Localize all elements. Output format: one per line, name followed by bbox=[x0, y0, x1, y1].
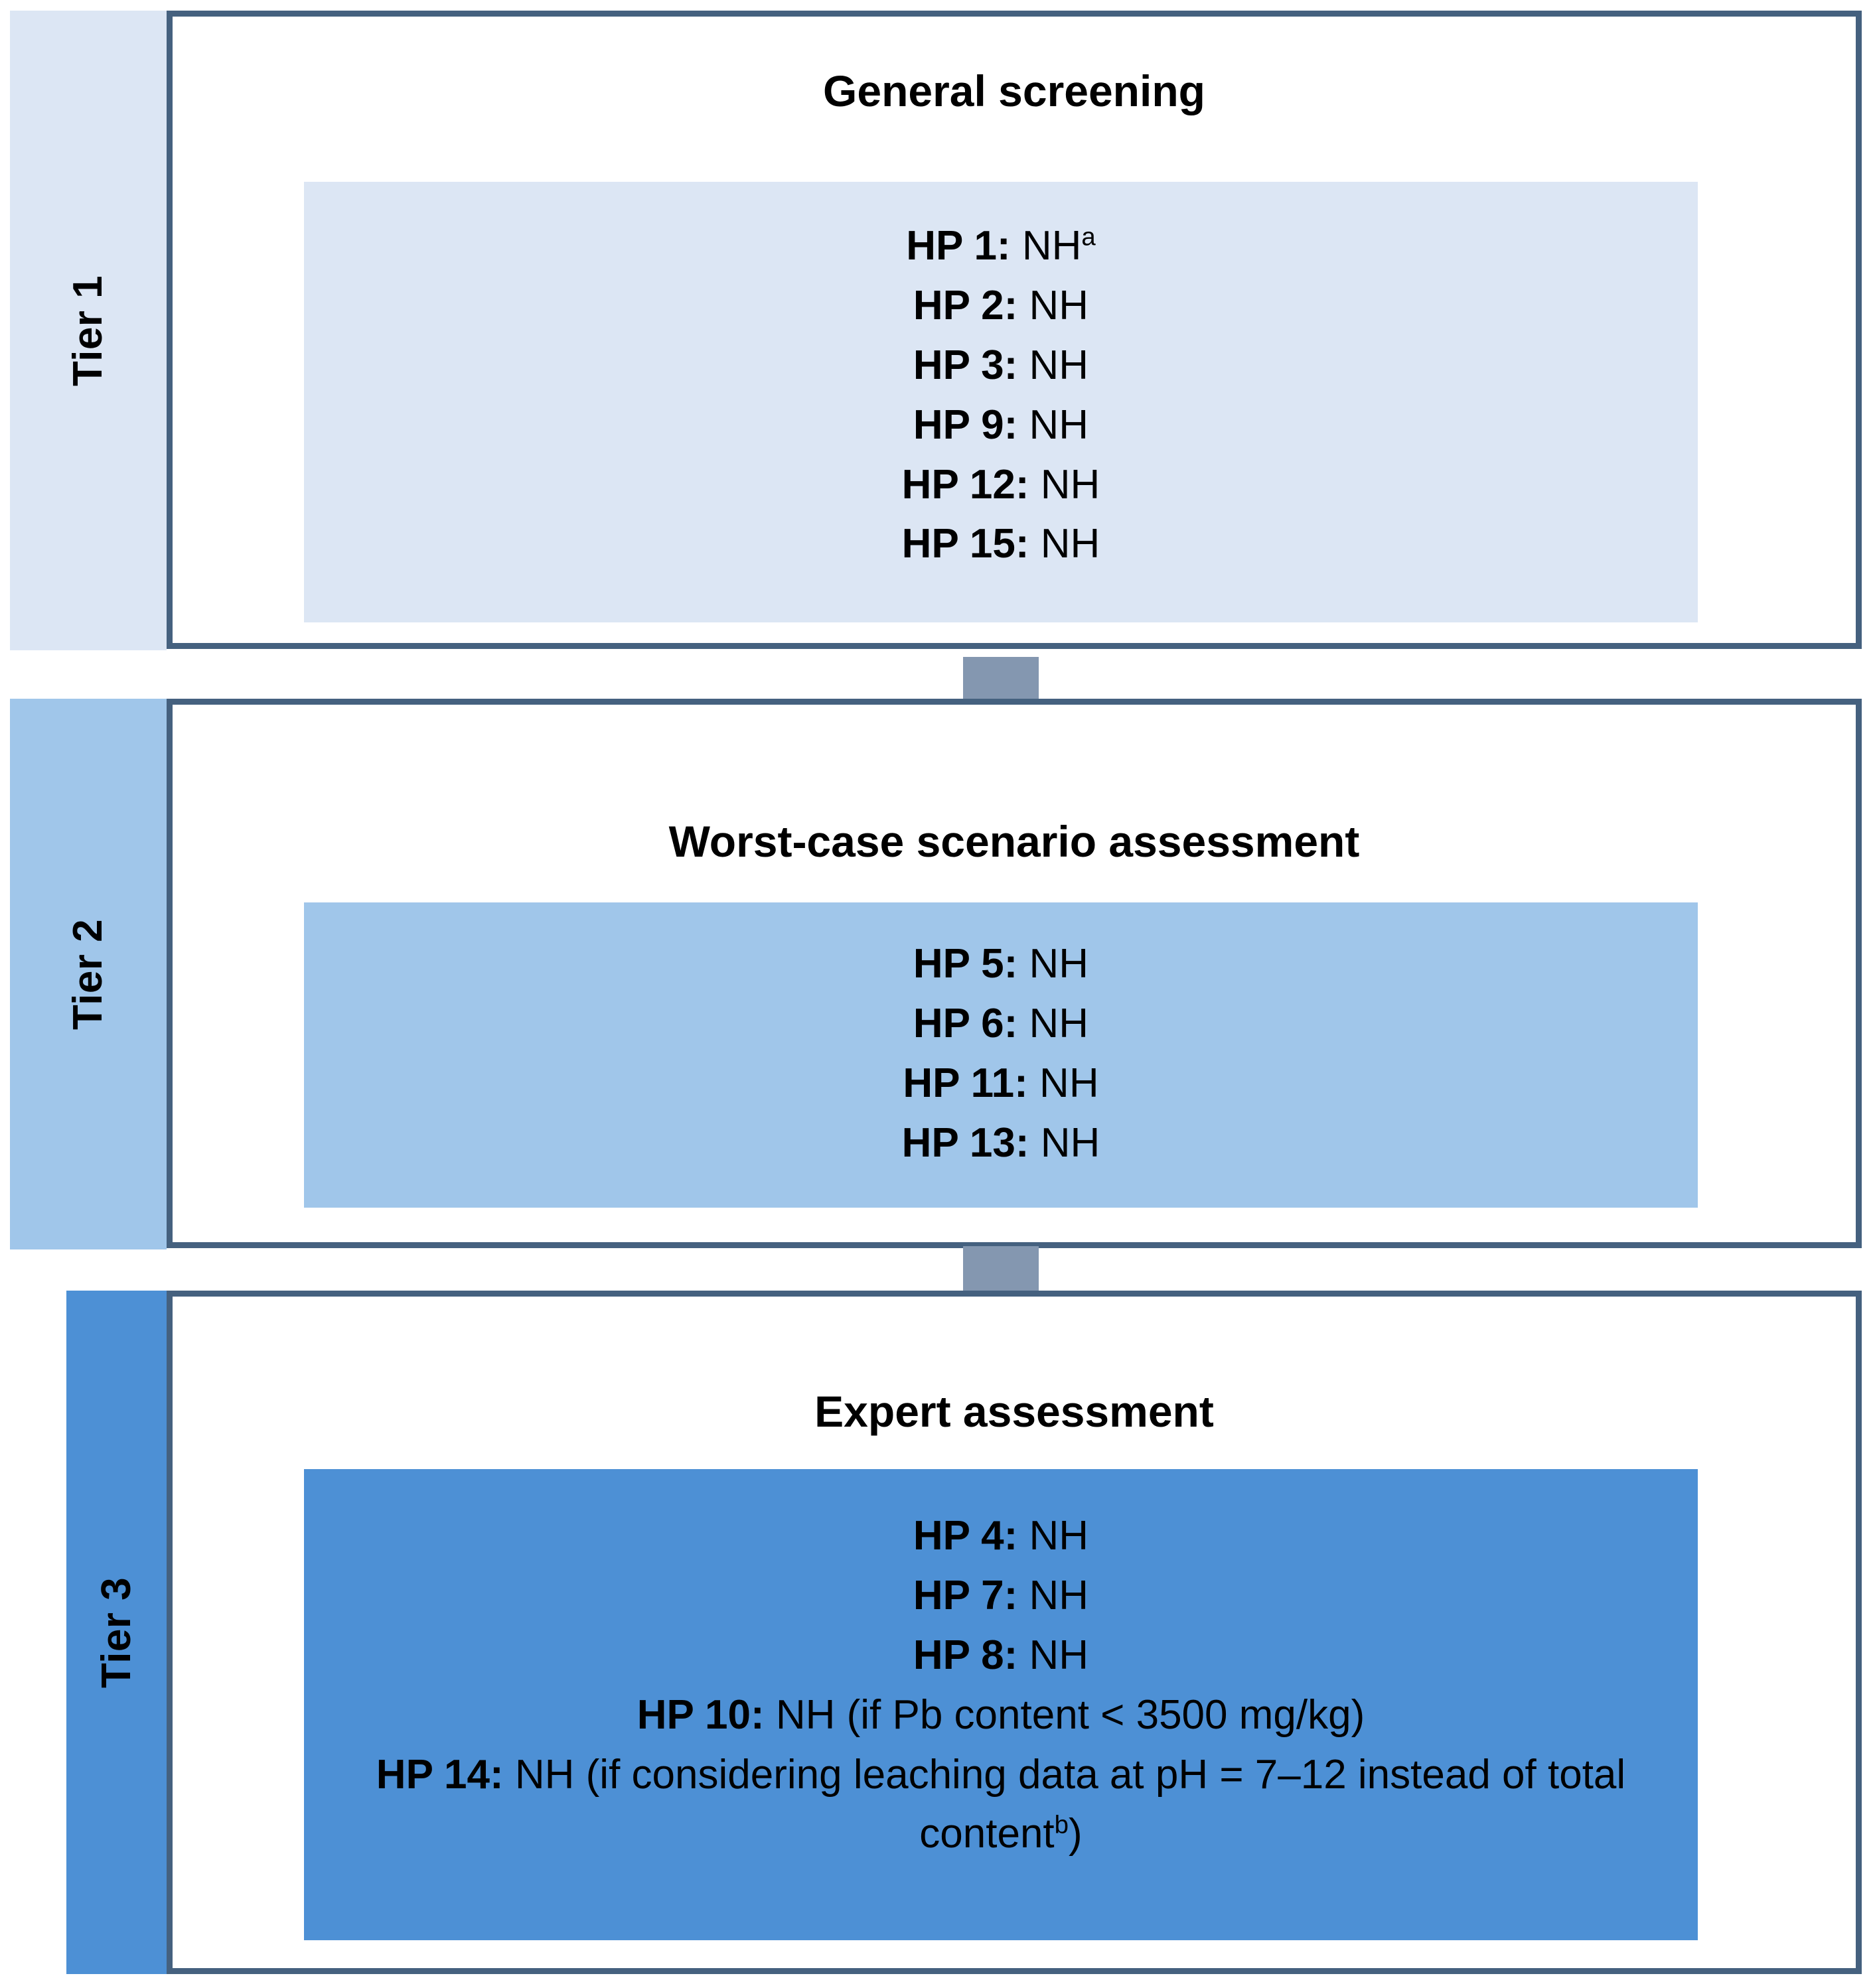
hp-list-item: HP 9: NH bbox=[304, 395, 1698, 455]
hp-value: NH bbox=[1029, 1000, 1089, 1046]
hp-list-item: HP 1: NHa bbox=[304, 216, 1698, 276]
hp-list-item: HP 12: NH bbox=[304, 455, 1698, 515]
hp-list-item: HP 11: NH bbox=[304, 1054, 1698, 1113]
tier-panel-2: HP 5: NH HP 6: NH HP 11: NH HP 13: NH bbox=[304, 902, 1698, 1208]
hp-code: HP 14: bbox=[376, 1751, 504, 1798]
tier-title-2: Worst-case scenario assessment bbox=[668, 817, 1360, 866]
hp-list-item: HP 4: NH bbox=[304, 1506, 1698, 1566]
hp-footnote: b bbox=[1054, 1810, 1069, 1839]
hp-list-item: HP 15: NH bbox=[304, 514, 1698, 574]
hp-value: NH bbox=[1029, 342, 1089, 388]
hp-value: NH bbox=[1029, 1572, 1089, 1618]
hp-value: NH bbox=[1040, 461, 1100, 508]
hp-value: NH bbox=[1040, 1119, 1100, 1166]
hp-list-item: HP 6: NH bbox=[304, 994, 1698, 1054]
hp-code: HP 11: bbox=[903, 1060, 1028, 1106]
tier-box-1: General screening HP 1: NHa HP 2: NH HP … bbox=[167, 11, 1862, 649]
hp-list-item: HP 7: NH bbox=[304, 1566, 1698, 1626]
hp-value: NH bbox=[1040, 521, 1100, 567]
hp-value-tail: ) bbox=[1069, 1811, 1083, 1857]
tier-sidebar-1: Tier 1 bbox=[10, 11, 167, 650]
hp-footnote: a bbox=[1081, 222, 1096, 251]
hp-value: NH bbox=[1029, 1632, 1089, 1678]
hp-code: HP 9: bbox=[913, 401, 1018, 448]
tier-box-3: Expert assessment HP 4: NH HP 7: NH HP 8… bbox=[167, 1291, 1862, 1974]
tier-label-1: Tier 1 bbox=[65, 275, 112, 386]
hp-code: HP 12: bbox=[901, 461, 1029, 508]
hp-value: NH bbox=[1039, 1060, 1099, 1106]
hp-code: HP 1: bbox=[906, 223, 1011, 269]
hp-list-item: HP 2: NH bbox=[304, 276, 1698, 336]
hp-value: NH bbox=[1029, 401, 1089, 448]
tier-label-3: Tier 3 bbox=[94, 1577, 140, 1688]
hp-code: HP 10: bbox=[637, 1691, 765, 1738]
hp-code: HP 8: bbox=[913, 1632, 1018, 1678]
hp-list-item: HP 13: NH bbox=[304, 1113, 1698, 1173]
hp-value: NH bbox=[1021, 223, 1082, 269]
hp-list-item: HP 14: NH (if considering leaching data … bbox=[304, 1745, 1698, 1865]
hp-code: HP 6: bbox=[913, 1000, 1018, 1046]
tier-sidebar-3: Tier 3 bbox=[66, 1291, 167, 1974]
tier-title-1: General screening bbox=[823, 66, 1205, 115]
tier-sidebar-2: Tier 2 bbox=[10, 699, 167, 1249]
hp-code: HP 5: bbox=[913, 941, 1018, 987]
hp-code: HP 3: bbox=[913, 342, 1018, 388]
hp-value: NH bbox=[1029, 282, 1089, 328]
hp-code: HP 2: bbox=[913, 282, 1018, 328]
hp-value: NH (if considering leaching data at pH =… bbox=[514, 1751, 1626, 1857]
tier-panel-1: HP 1: NHa HP 2: NH HP 3: NH HP 9: NH bbox=[304, 182, 1698, 622]
tier-panel-3: HP 4: NH HP 7: NH HP 8: NH HP 10: NH (if… bbox=[304, 1469, 1698, 1940]
hp-code: HP 4: bbox=[913, 1513, 1018, 1559]
hp-list-3: HP 4: NH HP 7: NH HP 8: NH HP 10: NH (if… bbox=[304, 1506, 1698, 1864]
hp-list-1: HP 1: NHa HP 2: NH HP 3: NH HP 9: NH bbox=[304, 216, 1698, 574]
tier-label-2: Tier 2 bbox=[65, 918, 112, 1030]
tier-box-2: Worst-case scenario assessment HP 5: NH … bbox=[167, 699, 1862, 1248]
hp-list-item: HP 10: NH (if Pb content < 3500 mg/kg) bbox=[304, 1685, 1698, 1745]
hp-code: HP 7: bbox=[913, 1572, 1018, 1618]
hp-list-item: HP 8: NH bbox=[304, 1626, 1698, 1685]
hp-value: NH bbox=[1029, 1513, 1089, 1559]
hp-value: NH bbox=[1029, 941, 1089, 987]
hp-list-2: HP 5: NH HP 6: NH HP 11: NH HP 13: NH bbox=[304, 934, 1698, 1173]
tier-title-3: Expert assessment bbox=[814, 1387, 1214, 1436]
hp-list-item: HP 3: NH bbox=[304, 336, 1698, 395]
hp-code: HP 13: bbox=[901, 1119, 1029, 1166]
hp-code: HP 15: bbox=[901, 521, 1029, 567]
hp-list-item: HP 5: NH bbox=[304, 934, 1698, 994]
hp-value: NH (if Pb content < 3500 mg/kg) bbox=[775, 1691, 1365, 1738]
